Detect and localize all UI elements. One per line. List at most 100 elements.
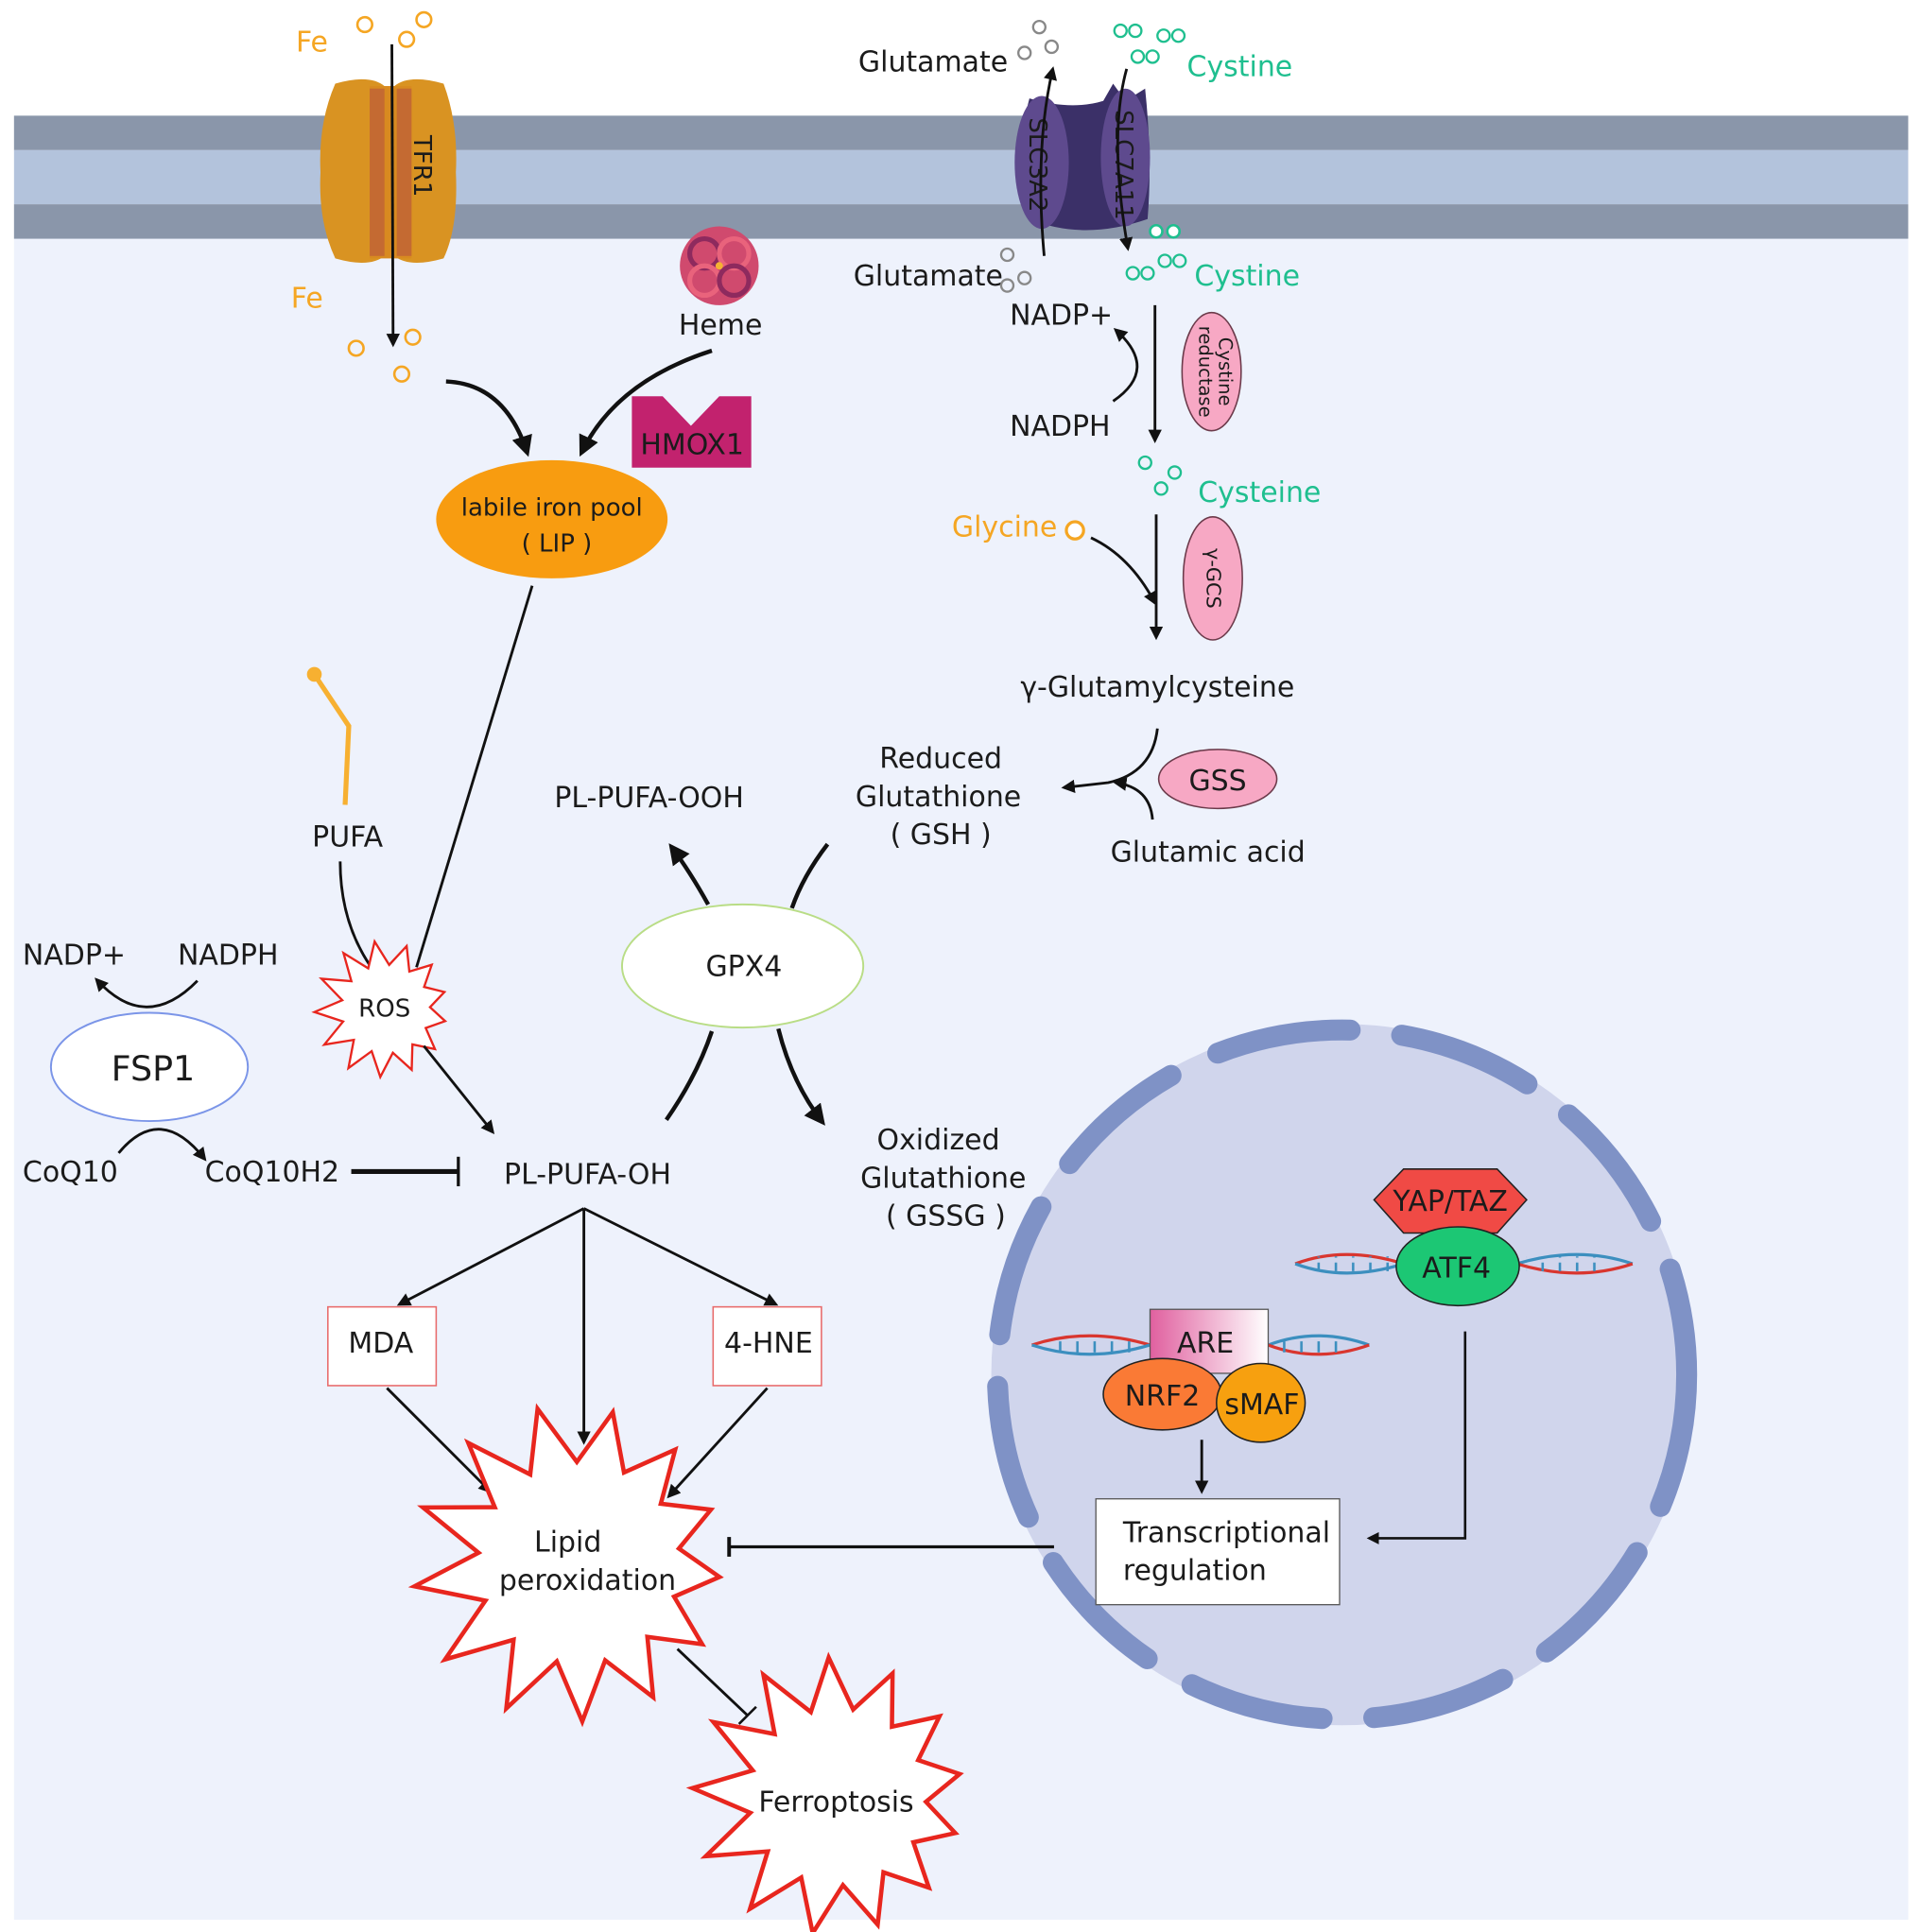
nucleus xyxy=(986,1019,1698,1730)
mda-box[interactable]: MDA xyxy=(327,1305,438,1387)
cysteine-label: Cysteine xyxy=(1198,476,1321,509)
pufa-icon xyxy=(306,666,352,805)
oh-to-hne-arrow xyxy=(582,1207,779,1306)
gss-reaction-arrow xyxy=(1061,728,1159,794)
glycine-molecule xyxy=(1064,520,1085,541)
lipid-peroxidation-burst: Lipid peroxidation xyxy=(407,1403,724,1728)
svg-text:Glutathione: Glutathione xyxy=(860,1162,1026,1195)
atf4-to-transcription-arrow xyxy=(1366,1331,1467,1544)
fe-to-lip-arrow xyxy=(445,379,532,457)
smaf-label: sMAF xyxy=(1224,1389,1299,1422)
hne-label: 4-HNE xyxy=(724,1327,813,1360)
nuclear-envelope xyxy=(986,1019,1698,1730)
hne-box[interactable]: 4-HNE xyxy=(712,1305,822,1387)
gpx4-to-ooh-arrow xyxy=(668,843,711,906)
atf4-label: ATF4 xyxy=(1422,1251,1491,1285)
transcriptional-regulation-box[interactable]: Transcriptional regulation xyxy=(1095,1498,1341,1606)
lipid-perox-to-ferroptosis xyxy=(676,1647,757,1725)
coq10h2-inhibits-oh xyxy=(351,1156,460,1187)
gamma-gcs-label: γ-GCS xyxy=(1202,548,1224,609)
transcription-inhibits-lipid-perox xyxy=(727,1537,1054,1557)
glutamic-acid-join-arrow xyxy=(1113,777,1154,820)
coq10-to-coq10h2-arrow xyxy=(117,1128,207,1162)
iron-import-arrow xyxy=(386,43,400,348)
pl-pufa-ooh-label: PL-PUFA-OOH xyxy=(554,782,744,815)
cysteine-molecules xyxy=(1137,455,1183,496)
are-label: ARE xyxy=(1177,1327,1234,1360)
gss-enzyme[interactable]: GSS xyxy=(1157,749,1278,810)
svg-text:Oxidized: Oxidized xyxy=(877,1124,1000,1157)
dna-strand-are xyxy=(1031,1334,1370,1356)
fsp1-nadp-plus-label: NADP+ xyxy=(23,940,126,973)
cytoplasm xyxy=(13,235,1909,1920)
lip-to-ros-line xyxy=(415,585,534,968)
dna-strand-atf4 xyxy=(1294,1252,1634,1275)
glycine-label: Glycine xyxy=(952,511,1057,544)
lipid-peroxidation-line2: peroxidation xyxy=(499,1564,676,1597)
svg-text:( GSH ): ( GSH ) xyxy=(891,819,992,852)
gpx4-to-gssg-arrow xyxy=(776,1027,825,1126)
lip-label-line2: ( LIP ) xyxy=(522,529,593,558)
glutamate-export-arrow xyxy=(1039,66,1058,256)
gsh-to-gpx4-line xyxy=(789,842,830,909)
are-element[interactable]: ARE xyxy=(1149,1308,1270,1374)
heme-icon xyxy=(680,226,759,305)
fe-ions-inside xyxy=(347,328,422,383)
oh-to-gpx4-line xyxy=(665,1030,715,1122)
gpx4-enzyme[interactable]: GPX4 xyxy=(620,903,865,1029)
slc7a11-label: SLC7A11 xyxy=(1109,110,1137,220)
gpx4-label: GPX4 xyxy=(705,950,782,983)
ros-to-oh-arrow xyxy=(423,1044,495,1134)
heme-label: Heme xyxy=(679,309,763,342)
nrf2-protein[interactable]: NRF2 xyxy=(1102,1357,1222,1431)
gss-label: GSS xyxy=(1188,765,1246,798)
ferroptosis-burst: Ferroptosis xyxy=(685,1651,964,1932)
gamma-glutamylcysteine-label: γ-Glutamylcysteine xyxy=(1020,671,1294,704)
slc3a2-label: SLC3A2 xyxy=(1023,117,1051,212)
gamma-gcs-enzyme[interactable]: γ-GCS xyxy=(1182,516,1243,641)
system-xc-transporter[interactable]: SLC3A2 SLC7A11 xyxy=(1014,83,1151,231)
ros-label: ROS xyxy=(358,994,410,1023)
nadph-to-nadp-arrow xyxy=(1112,328,1139,403)
mda-label: MDA xyxy=(348,1327,413,1360)
labile-iron-pool[interactable]: labile iron pool ( LIP ) xyxy=(436,459,668,578)
glutamate-out-molecules xyxy=(1017,19,1060,60)
cystine-import-arrow xyxy=(1116,68,1134,251)
oh-to-mda-arrow xyxy=(396,1207,585,1306)
cell-membrane xyxy=(13,115,1909,239)
heme-to-lip-arrow xyxy=(579,348,713,457)
cystine-in-molecules xyxy=(1125,223,1187,281)
pufa-to-ros-line xyxy=(338,861,376,974)
ferroptosis-burst-shape xyxy=(685,1651,964,1932)
cystine-in-label: Cystine xyxy=(1194,260,1300,293)
atf4-protein[interactable]: ATF4 xyxy=(1395,1226,1520,1307)
cystine-out-label: Cystine xyxy=(1187,51,1293,84)
coq10h2-label: CoQ10H2 xyxy=(205,1156,339,1189)
smaf-protein[interactable]: sMAF xyxy=(1216,1362,1307,1443)
fe-ions-outside xyxy=(355,10,433,48)
yap-taz-label: YAP/TAZ xyxy=(1392,1185,1508,1218)
tfr1-label: TFR1 xyxy=(407,134,436,197)
gsh-label: Reduced Glutathione ( GSH ) xyxy=(856,742,1021,852)
hmox1-label: HMOX1 xyxy=(640,428,744,461)
tfr1-transporter[interactable]: TFR1 xyxy=(320,78,457,264)
mda-to-lipid-perox-arrow xyxy=(386,1387,493,1493)
ferroptosis-label: Ferroptosis xyxy=(758,1785,913,1819)
cystine-reductase-line1: Cystine xyxy=(1214,337,1236,406)
transcription-line1: Transcriptional xyxy=(1122,1516,1330,1549)
glutamate-out-label: Glutamate xyxy=(858,46,1008,79)
yap-taz-protein[interactable]: YAP/TAZ xyxy=(1373,1168,1528,1234)
svg-text:( GSSG ): ( GSSG ) xyxy=(886,1200,1006,1233)
hmox1-enzyme[interactable]: HMOX1 xyxy=(632,396,752,468)
fsp1-nadph-label: NADPH xyxy=(178,940,279,973)
fsp1-protein[interactable]: FSP1 xyxy=(49,1011,250,1123)
nrf2-label: NRF2 xyxy=(1125,1380,1200,1413)
hne-to-lipid-perox-arrow xyxy=(666,1387,769,1499)
gssg-label: Oxidized Glutathione ( GSSG ) xyxy=(860,1124,1026,1233)
glutamate-in-molecules xyxy=(999,247,1032,293)
cystine-reductase-enzyme[interactable]: Cystine reductase xyxy=(1181,311,1242,432)
fsp1-label: FSP1 xyxy=(112,1048,196,1089)
fe-inside-label: Fe xyxy=(291,282,323,315)
